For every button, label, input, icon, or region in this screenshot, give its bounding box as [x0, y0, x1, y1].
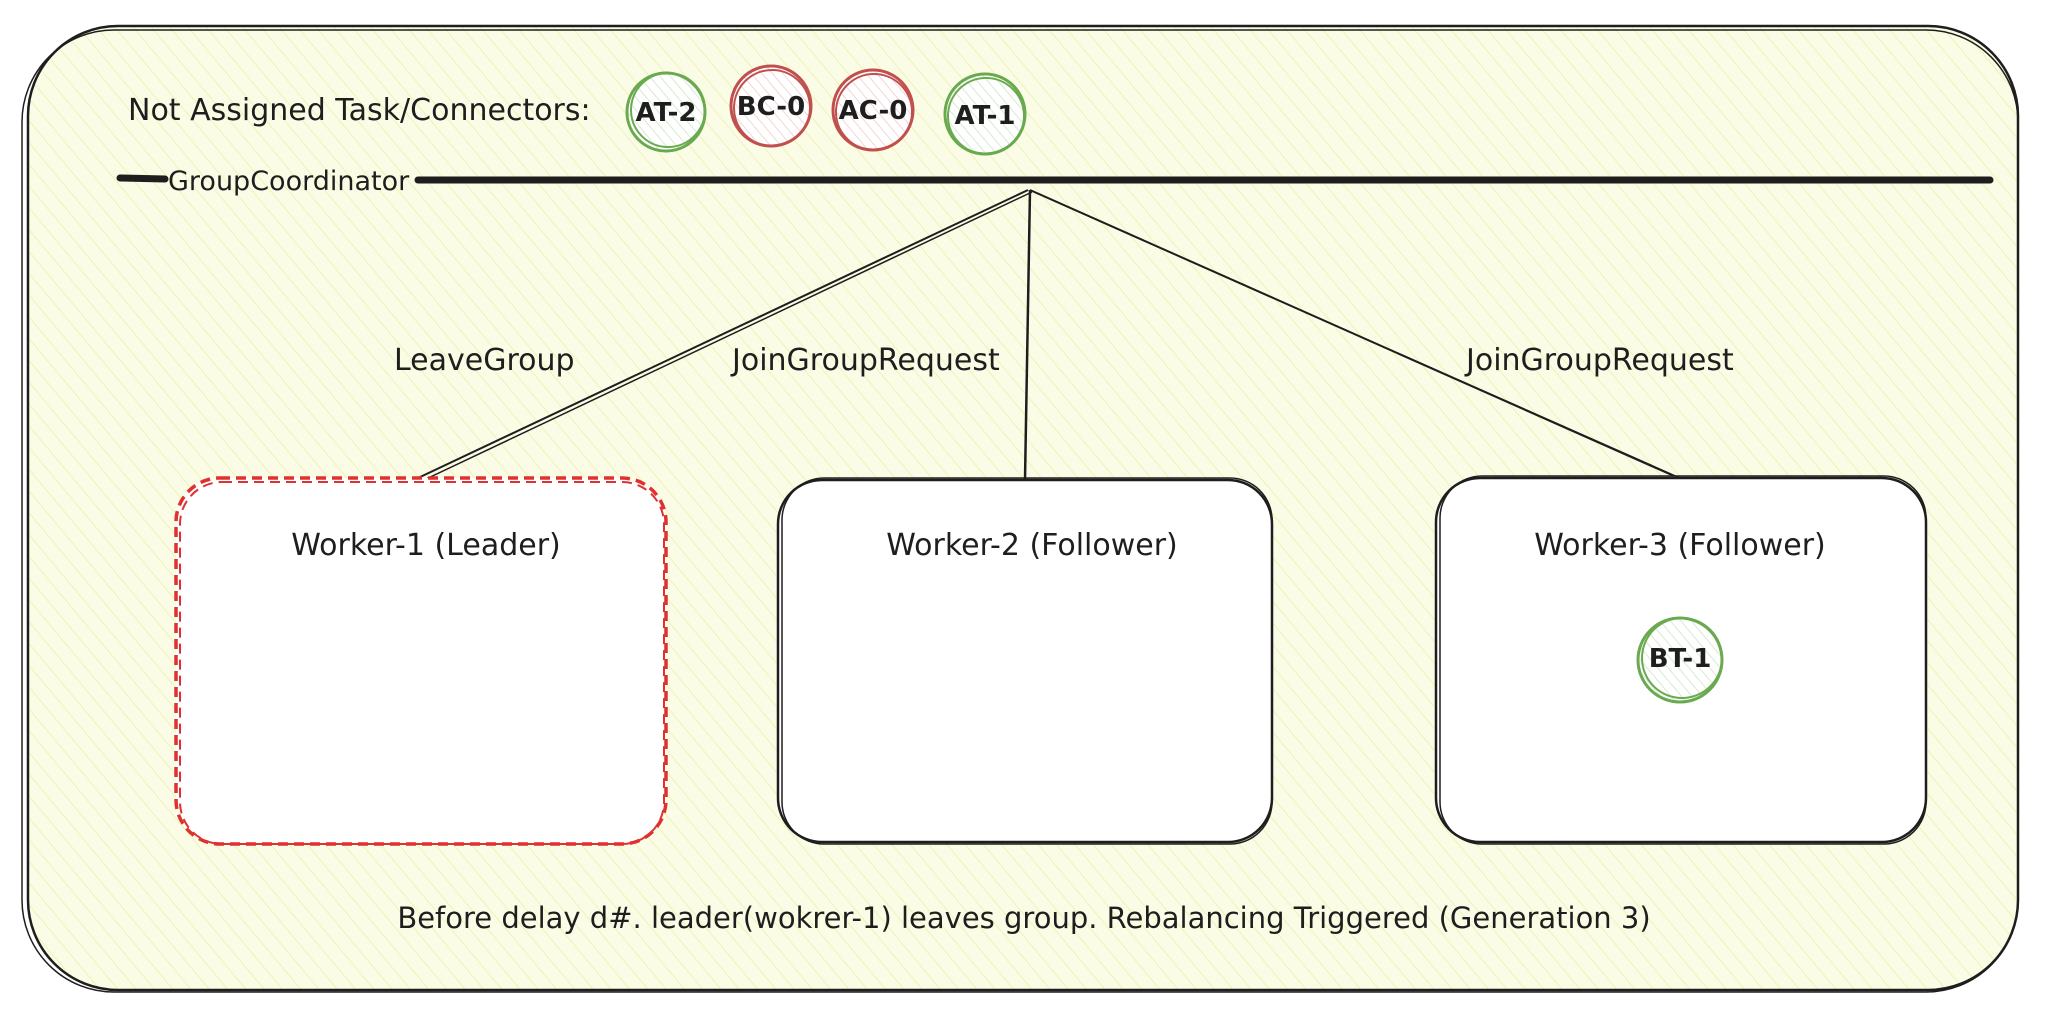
diagram-caption: Before delay d#. leader(wokrer-1) leaves…: [397, 901, 1650, 935]
chip-label: BC-0: [737, 92, 805, 122]
worker-3-task-chip-bt-1: BT-1: [1636, 616, 1724, 704]
unassigned-chip-at-2: AT-2: [625, 71, 707, 153]
chip-label: AC-0: [839, 96, 908, 126]
chip-label: AT-1: [955, 101, 1016, 131]
unassigned-header-label: Not Assigned Task/Connectors:: [128, 93, 591, 128]
worker-1-title: Worker-1 (Leader): [291, 528, 561, 563]
join-group-edge-worker-2: [1023, 189, 1032, 481]
unassigned-chip-bc-0: BC-0: [729, 64, 813, 148]
leave-group-edge: [417, 189, 1033, 481]
group-coordinator-label: GroupCoordinator: [168, 166, 410, 197]
join-group-request-label-worker-2: JoinGroupRequest: [730, 343, 1000, 378]
chip-label: BT-1: [1649, 644, 1712, 674]
leave-group-label: LeaveGroup: [394, 343, 575, 378]
chip-label: AT-2: [636, 98, 697, 128]
group-coordinator-bar: [116, 174, 1994, 184]
unassigned-chip-at-1: AT-1: [943, 72, 1027, 156]
worker-2-box: Worker-2 (Follower): [776, 477, 1274, 845]
join-group-request-label-worker-3: JoinGroupRequest: [1464, 343, 1734, 378]
worker-1-box: Worker-1 (Leader): [174, 476, 668, 846]
join-group-edge-worker-3: [1029, 189, 1681, 479]
worker-3-title: Worker-3 (Follower): [1534, 528, 1826, 563]
unassigned-chip-ac-0: AC-0: [831, 68, 915, 152]
worker-2-title: Worker-2 (Follower): [886, 528, 1178, 563]
